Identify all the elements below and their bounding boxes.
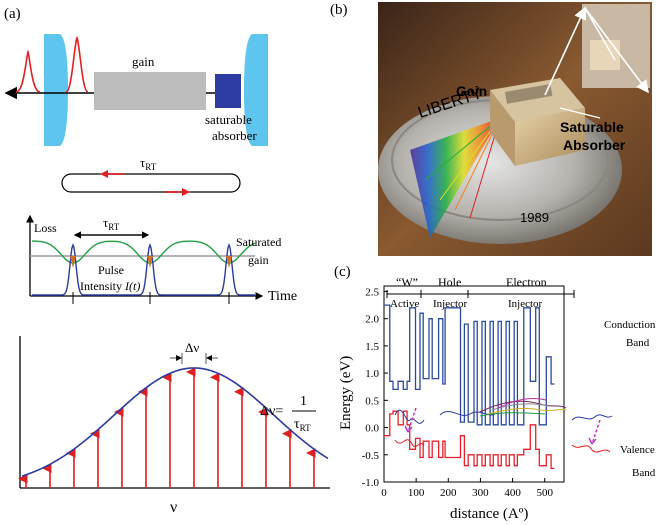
loss-label: Loss: [34, 221, 57, 235]
x-tick-label: 200: [440, 487, 457, 499]
wavefunctions: [394, 397, 613, 453]
gaussian-envelope: [21, 367, 329, 477]
y-tick-label: -0.5: [362, 450, 380, 462]
pulse-label-line1: Pulse: [98, 263, 124, 277]
saturated-label-line2: gain: [248, 253, 269, 267]
output-pulse: [15, 49, 41, 93]
gain-photo-label: Gain: [456, 83, 487, 99]
gain-medium-block: [94, 72, 206, 110]
y-tick-label: 2.5: [365, 286, 379, 298]
x-tick-label: 300: [472, 487, 489, 499]
pointer-absorber-chip: [559, 107, 601, 119]
right-mirror: [244, 34, 268, 146]
x-ticks: 0 100 200 300 400 500: [381, 478, 553, 499]
valence-band-line: [384, 410, 555, 470]
absorber-photo-label-line2: Absorber: [563, 137, 626, 153]
region-electron-sublabel: Injector: [508, 298, 543, 310]
conduction-band-line: [384, 304, 555, 426]
chip-top: [490, 78, 585, 122]
region-electron-label: Electron: [506, 275, 547, 289]
y-tick-label: 1.0: [365, 368, 379, 380]
comb-lines: [18, 367, 316, 488]
region-hole-label: Hole: [438, 275, 461, 289]
transition-arrows: [404, 407, 601, 445]
y-tick-label: 0.5: [365, 395, 379, 407]
conduction-label-line1: Conduction: [604, 319, 656, 331]
chip-ridge: [505, 84, 553, 104]
loop-arrow-left-head: [100, 170, 108, 178]
saturated-label-line1: Saturated: [236, 235, 281, 249]
equation-lhs: Δν=: [260, 404, 283, 419]
x-tick-label: 0: [381, 487, 387, 499]
gain-window-2: [147, 256, 153, 268]
panel-b-photo: (b) LIBERTY 1989 Gain Saturable Absorber: [330, 2, 652, 256]
dnu-top-label: Δν: [185, 340, 199, 355]
x-tick-label: 500: [536, 487, 553, 499]
x-tick-label: 400: [504, 487, 521, 499]
inset-chip: [590, 40, 620, 70]
pulse-train: [32, 242, 255, 296]
loop-arrow-right-head: [182, 188, 190, 196]
equation-denominator: τRT: [294, 417, 311, 433]
region-hole-sublabel: Injector: [433, 298, 468, 310]
saturable-absorber-block: [215, 74, 241, 108]
region-brackets: [386, 290, 575, 298]
equation-numerator: 1: [300, 394, 307, 409]
valence-label-line2: Band: [632, 467, 656, 479]
y-tick-label: -1.0: [362, 477, 380, 489]
valence-label-line1: Valence: [620, 444, 655, 456]
loss-curve: [32, 240, 256, 264]
panel-c-label: (c): [334, 264, 351, 280]
gain-window-3: [226, 256, 232, 268]
time-axis-label: Time: [268, 289, 297, 304]
y-axis-label: Energy (eV): [338, 356, 354, 430]
x-axis-label: distance (Aº): [450, 506, 528, 522]
chip-side: [490, 90, 515, 166]
panel-b-label: (b): [330, 2, 348, 18]
x-tick-label: 100: [408, 487, 425, 499]
panel-a-frequency-comb: Δν Δν= 1 τRT ν: [18, 336, 330, 516]
absorber-photo-label-line1: Saturable: [560, 119, 624, 135]
region-w-sublabel: Active: [390, 298, 419, 310]
y-ticks: -1.0 -0.5 0.0 0.5 1.0 1.5 2.0 2.5: [362, 286, 388, 489]
roundtrip-label: τRT: [140, 155, 157, 172]
conduction-label-line2: Band: [626, 337, 650, 349]
panel-a-cavity: (a) gain saturable absorber τRT: [4, 6, 268, 196]
panel-c-band-diagram: (c) -1.0 -0.5 0.0 0.5 1.0 1.5 2.0 2.5 0 100 200 30…: [334, 264, 656, 522]
panel-a-time-domain: τRT Loss Saturated gain Pulse Intensity …: [26, 214, 297, 304]
plot-frame: [383, 285, 565, 483]
intracavity-pulse: [65, 35, 89, 93]
coin-year: 1989: [520, 210, 549, 225]
pointer-to-absorber: [584, 7, 649, 94]
absorber-label-line1: saturable: [205, 112, 252, 127]
tau-label: τRT: [103, 215, 120, 232]
pointer-inset-down: [584, 7, 616, 61]
pulse-label-line2: Intensity I(t): [80, 279, 140, 293]
pointer-to-inset: [544, 6, 587, 96]
chip-front: [515, 108, 585, 166]
region-w-label: “W”: [396, 275, 418, 289]
band-series: [384, 304, 555, 470]
round-trip-loop: [61, 173, 241, 193]
gain-label: gain: [132, 54, 155, 69]
y-tick-label: 0.0: [365, 423, 379, 435]
absorber-label-line2: absorber: [212, 128, 257, 143]
gain-window-1: [70, 256, 76, 268]
y-tick-label: 2.0: [365, 314, 379, 326]
panel-a-label: (a): [4, 6, 21, 22]
left-mirror: [44, 34, 68, 146]
freq-axis-label: ν: [170, 499, 177, 516]
y-tick-label: 1.5: [365, 341, 379, 353]
